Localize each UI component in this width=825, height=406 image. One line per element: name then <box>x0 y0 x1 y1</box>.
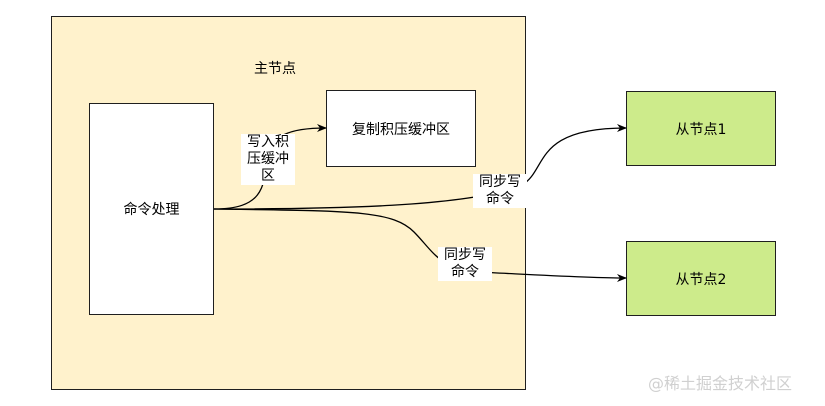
edge-label-write-backlog: 写入积 压缓冲 区 <box>241 134 295 185</box>
replication-backlog-label: 复制积压缓冲区 <box>352 121 450 138</box>
command-processing-label: 命令处理 <box>123 202 180 218</box>
edge-label-sync-2: 同步写 命令 <box>438 247 492 281</box>
edge-label-line: 写入积 <box>247 134 289 150</box>
replication-backlog-box: 复制积压缓冲区 <box>326 90 476 167</box>
main-node-title: 主节点 <box>254 61 296 77</box>
slave-node-1: 从节点1 <box>626 91 776 166</box>
slave-node-1-label: 从节点1 <box>675 121 727 138</box>
watermark: @稀土掘金技术社区 <box>648 374 793 393</box>
edge-label-line: 同步写 <box>479 174 521 190</box>
edge-label-line: 区 <box>261 168 275 184</box>
edge-label-sync-1: 同步写 命令 <box>473 174 527 208</box>
slave-node-2: 从节点2 <box>626 241 776 316</box>
edge-label-line: 命令 <box>451 264 479 280</box>
edge-sync-slave-2 <box>213 208 627 282</box>
edge-label-line: 压缓冲 <box>247 151 289 167</box>
slave-node-2-label: 从节点2 <box>675 271 727 288</box>
edge-label-line: 同步写 <box>444 247 486 263</box>
command-processing-box: 命令处理 <box>89 103 214 315</box>
edge-label-line: 命令 <box>486 191 514 207</box>
